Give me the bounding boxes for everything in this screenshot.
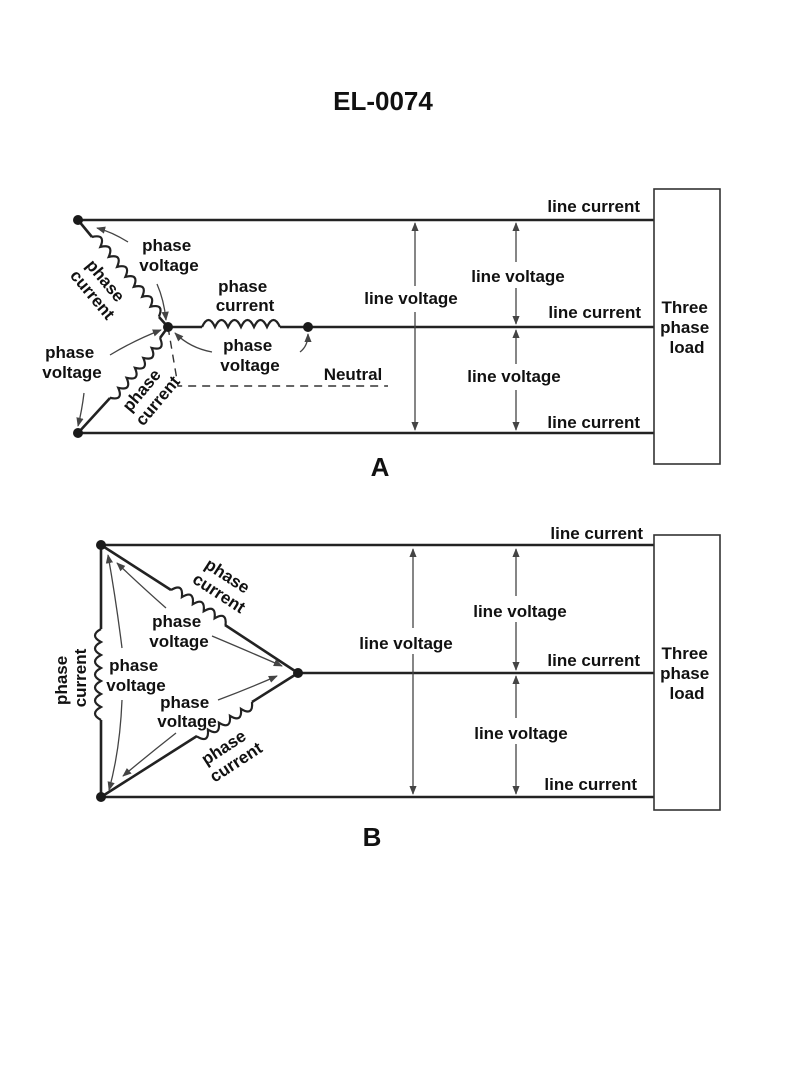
arrow-phase-voltage-mid-right (299, 333, 312, 353)
label-line-current-top-b: line current (550, 524, 643, 543)
node-top-left (73, 215, 83, 225)
label-phase-voltage-top: phase voltage (139, 236, 199, 275)
node-bottom-left (73, 428, 83, 438)
node-top-b (96, 540, 106, 550)
label-phase-current-bottom-b: phase current (196, 722, 266, 786)
label-phase-voltage-left: phase voltage (42, 343, 102, 382)
node-right-b (293, 668, 303, 678)
caption-a: A (371, 452, 390, 482)
diagram-b: Three phase load phase current phase vol… (52, 524, 721, 852)
arrow-phase-voltage-top-down (156, 283, 169, 321)
label-line-current-mid-a: line current (548, 303, 641, 322)
figure-title: EL-0074 (333, 86, 433, 116)
label-line-current-top-a: line current (547, 197, 640, 216)
arrow-phase-voltage-left-up-b (105, 554, 123, 649)
label-phase-voltage-mid: phase voltage (220, 336, 280, 375)
label-line-voltage-outer-b: line voltage (359, 634, 453, 653)
coil-left (93, 545, 104, 797)
label-phase-voltage-top-b: phase voltage (149, 612, 209, 651)
arrow-phase-voltage-left-down-b (107, 699, 123, 791)
arrow-phase-voltage-mid-left (174, 332, 213, 353)
arrow-phase-voltage-top-up (96, 226, 129, 243)
three-phase-load-box-b (653, 534, 721, 811)
caption-b: B (363, 822, 382, 852)
node-star-center (163, 322, 173, 332)
label-phase-current-top: phase current (66, 254, 133, 324)
arrow-phase-voltage-left-down (76, 392, 85, 427)
arrow-phase-voltage-left-up (109, 329, 162, 356)
node-mid (303, 322, 313, 332)
arrow-phase-voltage-bottom-up-b (217, 675, 278, 701)
load-label-a: Three phase load (660, 298, 714, 357)
arrow-phase-voltage-bottom-down-b (122, 732, 177, 777)
label-line-voltage-upper-b: line voltage (473, 602, 567, 621)
node-bottom-b (96, 792, 106, 802)
coil-bottom-diagonal (100, 671, 299, 799)
load-label-b: Three phase load (660, 644, 714, 703)
label-phase-current-mid: phase current (216, 277, 275, 315)
label-phase-current-bottom: phase current (117, 360, 184, 430)
label-line-current-mid-b: line current (547, 651, 640, 670)
label-line-current-bottom-b: line current (544, 775, 637, 794)
three-phase-load-box-a (653, 188, 721, 465)
arrow-phase-voltage-top-up-b (116, 562, 167, 609)
label-phase-voltage-bottom-b: phase voltage (157, 693, 217, 731)
label-line-voltage-upper-a: line voltage (471, 267, 565, 286)
diagram-a: Three phase load phase voltage phase cur… (42, 188, 721, 482)
label-line-voltage-lower-b: line voltage (474, 724, 568, 743)
arrow-phase-voltage-top-down-b (211, 635, 283, 667)
label-phase-current-top-b: phase current (189, 553, 259, 617)
label-neutral: Neutral (324, 365, 383, 384)
label-line-current-bottom-a: line current (547, 413, 640, 432)
coil-mid (201, 318, 281, 330)
label-phase-voltage-left-b: phase voltage (106, 656, 166, 695)
coil-top-diagonal (100, 543, 299, 675)
label-line-voltage-lower-a: line voltage (467, 367, 561, 386)
neutral-wire (167, 326, 388, 387)
label-line-voltage-outer-a: line voltage (364, 289, 458, 308)
label-phase-current-left-b: phase current (52, 648, 90, 707)
